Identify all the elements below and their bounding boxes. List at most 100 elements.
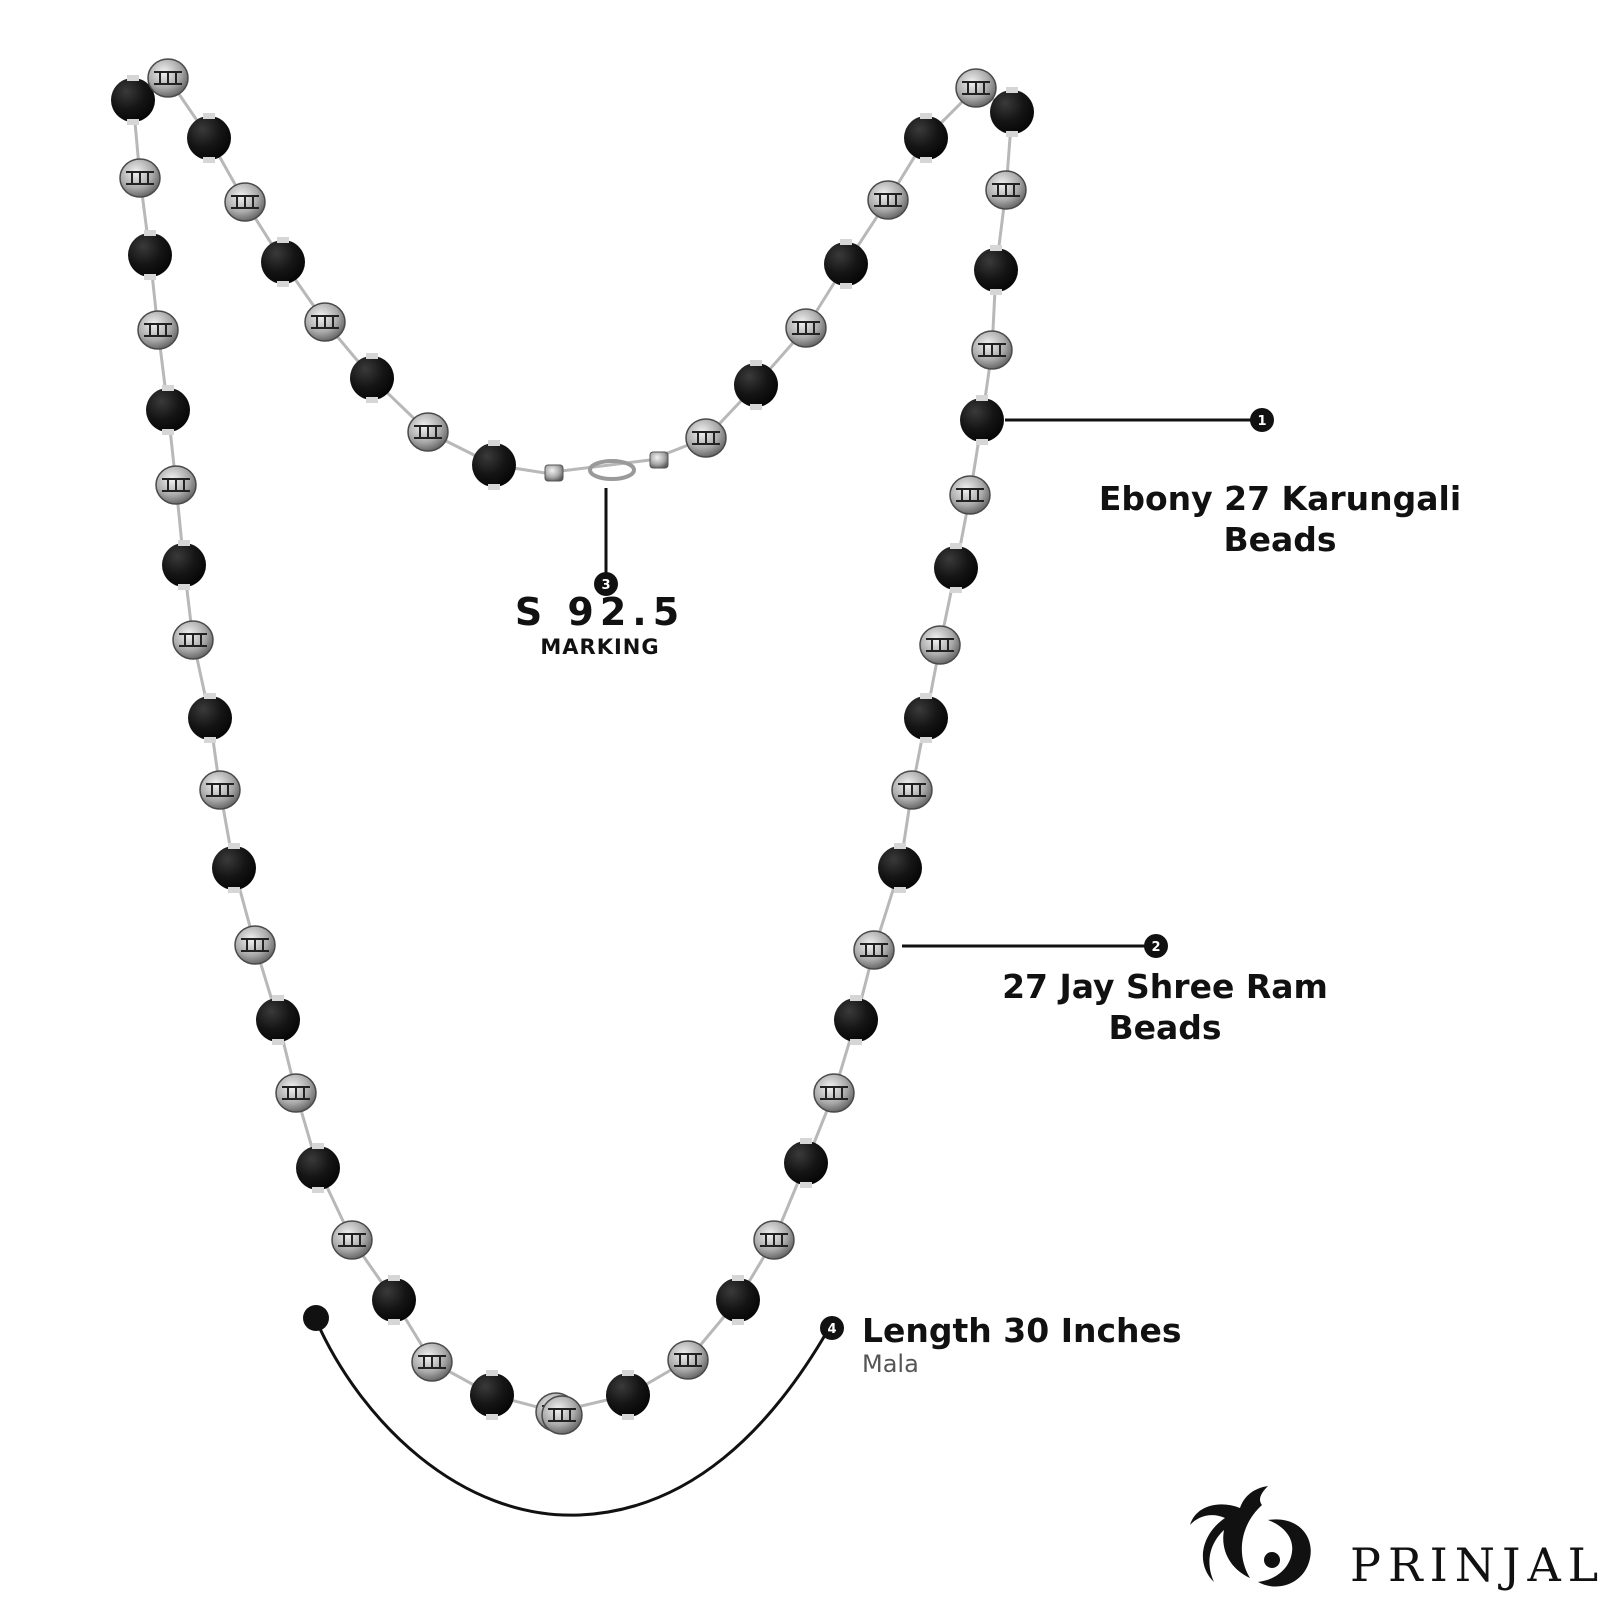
- hallmark-caption: MARKING: [540, 634, 660, 659]
- ram-label-line2: Beads: [1108, 1008, 1222, 1048]
- bead-cap: [1006, 131, 1018, 137]
- bead-cap: [920, 113, 932, 119]
- bead-cap: [127, 119, 139, 125]
- bead-cap: [178, 540, 190, 546]
- svg-text:1: 1: [1257, 414, 1266, 429]
- karungali-beads-label: Ebony 27 Karungali Beads: [1060, 478, 1500, 561]
- karungali-bead: [734, 363, 778, 407]
- karungali-bead: [824, 242, 868, 286]
- engraved-pattern: [692, 431, 720, 445]
- karungali-bead: [187, 116, 231, 160]
- bead-cap: [1006, 87, 1018, 93]
- bead-cap: [840, 283, 852, 289]
- length-label: Length 30 Inches Mala: [862, 1310, 1182, 1378]
- karungali-bead: [470, 1373, 514, 1417]
- bead-cap: [312, 1187, 324, 1193]
- karungali-bead: [784, 1141, 828, 1185]
- engraved-pattern: [154, 71, 182, 85]
- bead-strand: [111, 58, 1034, 1435]
- bead-cap: [894, 887, 906, 893]
- hallmark-value: S 92.5: [514, 590, 686, 634]
- wire-segment: [131, 99, 1014, 1414]
- engraved-pattern: [282, 1086, 310, 1100]
- marker-4: 4: [820, 1316, 844, 1340]
- bead-cap: [178, 584, 190, 590]
- karungali-bead: [716, 1278, 760, 1322]
- marker-3: 3: [594, 572, 618, 596]
- bead-cap: [850, 1039, 862, 1045]
- karungali-bead: [212, 846, 256, 890]
- karungali-bead: [188, 696, 232, 740]
- engraved-pattern: [241, 938, 269, 952]
- engraved-pattern: [338, 1233, 366, 1247]
- engraved-pattern: [820, 1086, 848, 1100]
- karungali-bead: [990, 90, 1034, 134]
- bead-cap: [486, 1370, 498, 1376]
- length-title: Length 30 Inches: [862, 1311, 1182, 1350]
- engraved-pattern: [548, 1408, 576, 1422]
- karungali-bead: [904, 116, 948, 160]
- bead-cap: [144, 230, 156, 236]
- karungali-label-line1: Ebony 27 Karungali: [1098, 479, 1462, 518]
- engraved-pattern: [962, 81, 990, 95]
- bead-cap: [272, 995, 284, 1001]
- engraved-pattern: [760, 1233, 788, 1247]
- karungali-bead: [372, 1278, 416, 1322]
- engraved-pattern: [231, 195, 259, 209]
- svg-text:3: 3: [601, 578, 610, 593]
- bead-cap: [840, 239, 852, 245]
- bead-cap: [894, 843, 906, 849]
- karungali-bead: [261, 240, 305, 284]
- karungali-bead: [974, 248, 1018, 292]
- bead-cap: [277, 281, 289, 287]
- engraved-pattern: [418, 1355, 446, 1369]
- bead-cap: [850, 995, 862, 1001]
- bead-cap: [228, 887, 240, 893]
- bead-cap: [976, 395, 988, 401]
- bead-cap: [732, 1319, 744, 1325]
- engraved-pattern: [162, 478, 190, 492]
- bead-cap: [366, 397, 378, 403]
- bead-cap: [162, 385, 174, 391]
- karungali-bead: [934, 546, 978, 590]
- bead-cap: [950, 587, 962, 593]
- bead-cap: [800, 1138, 812, 1144]
- karungali-bead: [606, 1373, 650, 1417]
- karungali-label-line2: Beads: [1223, 520, 1337, 560]
- bead-cap: [622, 1370, 634, 1376]
- bead-cap: [950, 543, 962, 549]
- bead-cap: [204, 693, 216, 699]
- svg-text:2: 2: [1151, 940, 1160, 955]
- engraved-pattern: [126, 171, 154, 185]
- bead-cap: [622, 1414, 634, 1420]
- bead-cap: [162, 429, 174, 435]
- marker-2: 2: [1144, 934, 1168, 958]
- bead-cap: [388, 1319, 400, 1325]
- engraved-pattern: [179, 633, 207, 647]
- lobster-clasp: [544, 451, 669, 482]
- engraved-pattern: [992, 183, 1020, 197]
- bead-cap: [204, 737, 216, 743]
- bead-cap: [800, 1182, 812, 1188]
- bead-cap: [920, 737, 932, 743]
- engraved-pattern: [898, 783, 926, 797]
- bead-cap: [272, 1039, 284, 1045]
- bead-cap: [203, 157, 215, 163]
- bead-cap: [312, 1143, 324, 1149]
- marker-1: 1: [1250, 408, 1274, 432]
- brand-wordmark: PRINJAL®: [1350, 1538, 1600, 1592]
- karungali-bead: [162, 543, 206, 587]
- karungali-bead: [146, 388, 190, 432]
- bead-cap: [920, 693, 932, 699]
- bead-cap: [488, 484, 500, 490]
- engraved-pattern: [144, 323, 172, 337]
- bead-cap: [750, 360, 762, 366]
- engraved-pattern: [926, 638, 954, 652]
- brand-name: PRINJAL: [1350, 1538, 1600, 1592]
- engraved-pattern: [792, 321, 820, 335]
- silver-marking-label: S 92.5 MARKING: [500, 590, 700, 660]
- karungali-bead: [296, 1146, 340, 1190]
- bead-cap: [228, 843, 240, 849]
- length-subtitle: Mala: [862, 1350, 919, 1379]
